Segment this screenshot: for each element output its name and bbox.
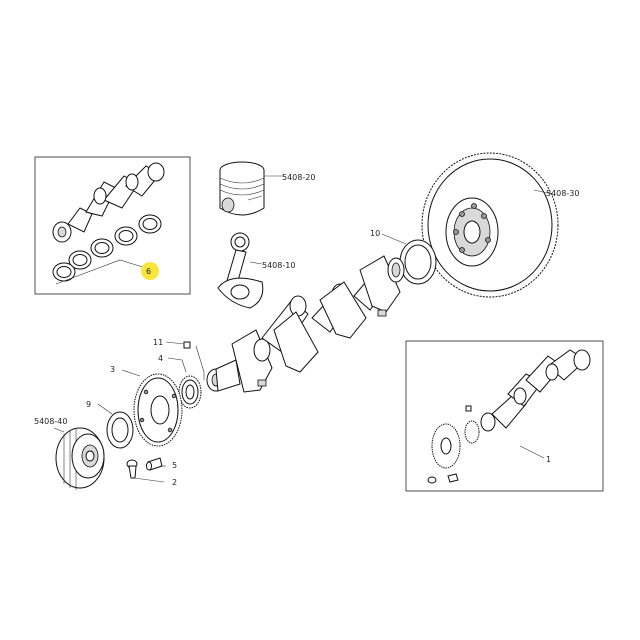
- piston[interactable]: 5408-20: [219, 161, 315, 216]
- callout-5408-20: 5408-20: [282, 173, 315, 182]
- bolt-2[interactable]: 2: [126, 459, 177, 487]
- callout-2: 2: [172, 478, 177, 487]
- callout-5408-40: 5408-40: [34, 417, 67, 426]
- callout-10: 10: [370, 229, 380, 238]
- pin-5[interactable]: 5: [146, 457, 178, 471]
- inset-bearings-box[interactable]: 6: [34, 156, 191, 295]
- callout-5408-10: 5408-10: [262, 261, 295, 270]
- callout-4: 4: [158, 354, 163, 363]
- flywheel[interactable]: 5408-30: [421, 152, 579, 298]
- callout-1: 1: [546, 455, 551, 464]
- callout-6-highlight: [141, 262, 159, 280]
- inset-crankshaft-drawing: [52, 162, 165, 243]
- inset-crankshaft-assembly-box[interactable]: 1: [405, 340, 604, 492]
- bearing-shells[interactable]: [52, 214, 162, 282]
- connecting-rod[interactable]: 5408-10: [217, 232, 295, 309]
- crankshaft[interactable]: [206, 255, 405, 393]
- callout-6: 6: [146, 267, 151, 276]
- phonic-wheel[interactable]: 3: [110, 365, 183, 447]
- rear-oil-seal[interactable]: 10: [370, 229, 437, 285]
- callout-5408-30: 5408-30: [546, 189, 579, 198]
- callout-3: 3: [110, 365, 115, 374]
- damper-pulley[interactable]: 5408-40: [34, 417, 105, 490]
- dowel-pin-11[interactable]: 11: [153, 338, 205, 380]
- callout-9: 9: [86, 400, 91, 409]
- inset-assembly-drawing: [427, 349, 591, 484]
- front-oil-seal[interactable]: 9: [86, 400, 134, 449]
- callout-11: 11: [153, 338, 163, 347]
- callout-5: 5: [172, 461, 177, 470]
- timing-gear[interactable]: 4: [158, 354, 202, 409]
